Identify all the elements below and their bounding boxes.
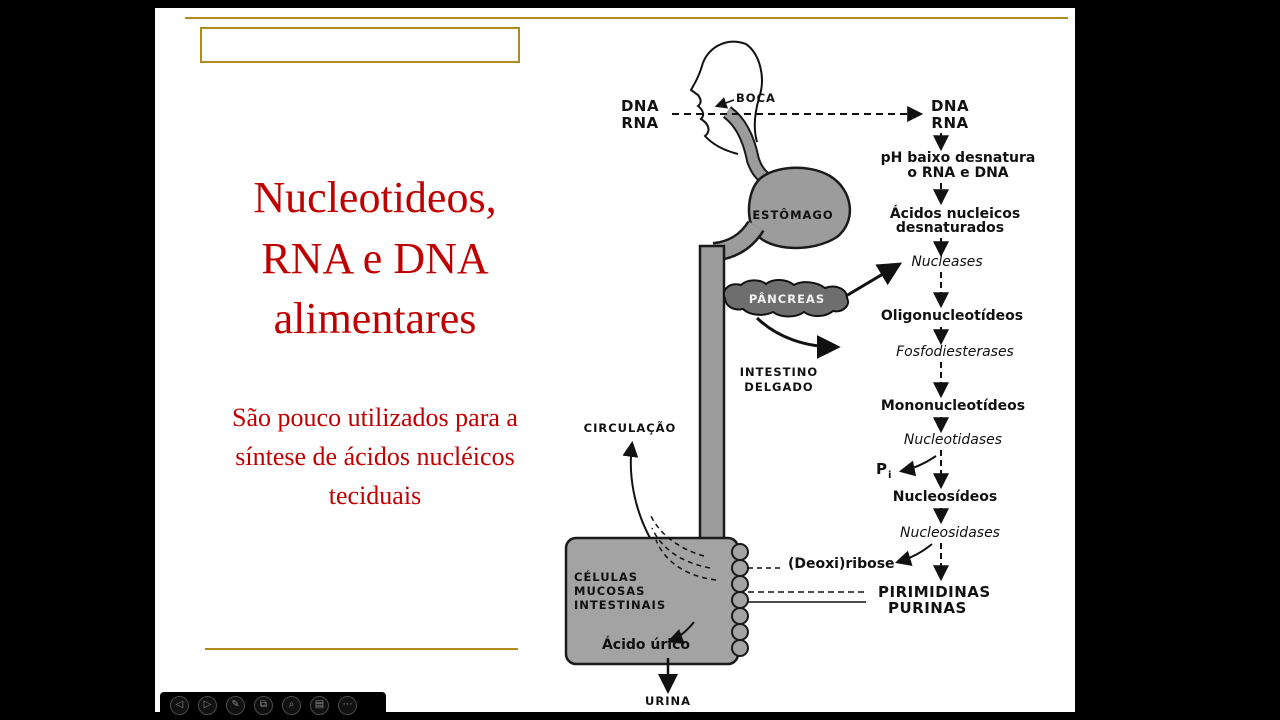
- slide-subtitle: São pouco utilizados para a síntese de á…: [165, 398, 585, 515]
- bottom-accent-line: [205, 648, 518, 650]
- subtitle-line-1: São pouco utilizados para a: [232, 403, 518, 432]
- pen-button[interactable]: ✎: [226, 695, 245, 715]
- notes-button[interactable]: ▤: [310, 695, 329, 715]
- subtitle-line-2: síntese de ácidos nucléicos: [235, 442, 515, 471]
- more-button[interactable]: ⋯: [338, 695, 357, 715]
- next-button[interactable]: ▷: [198, 695, 217, 715]
- title-placeholder-box: [200, 27, 520, 63]
- player-controls: ◁ ▷ ✎ ⧉ ⌕ ▤ ⋯: [160, 692, 386, 718]
- subtitle-line-3: teciduais: [328, 481, 422, 510]
- slide-title: Nucleotideos, RNA e DNA alimentares: [165, 168, 585, 350]
- slide: Nucleotideos, RNA e DNA alimentares São …: [155, 8, 1075, 712]
- title-line-3: alimentares: [273, 294, 477, 344]
- title-line-2: RNA e DNA: [261, 233, 489, 283]
- zoom-button[interactable]: ⌕: [282, 695, 301, 715]
- top-accent-line: [185, 17, 1068, 19]
- copy-button[interactable]: ⧉: [254, 695, 273, 715]
- previous-button[interactable]: ◁: [170, 695, 189, 715]
- title-line-1: Nucleotideos,: [253, 173, 497, 222]
